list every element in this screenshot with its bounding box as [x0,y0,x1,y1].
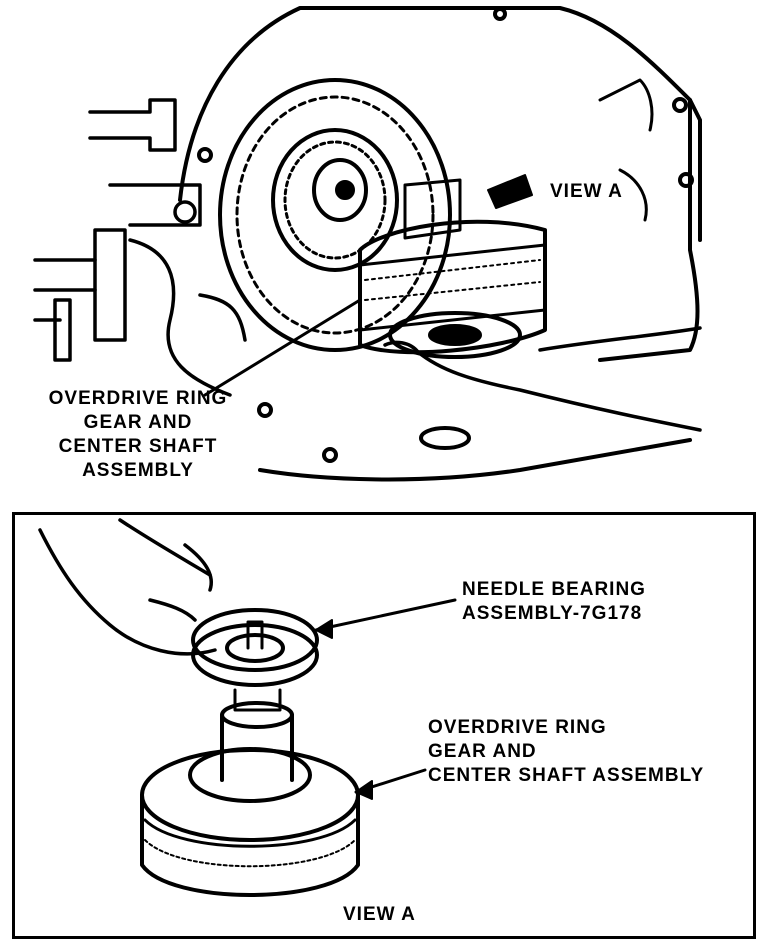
view-a-inset-frame [12,512,756,939]
part-label-top-line-2: GEAR AND [83,412,193,433]
part-label-top-line-4: ASSEMBLY [82,460,194,481]
shift-linkage [33,98,247,397]
transmission-case [178,6,702,482]
part-label-top: OVERDRIVE RING GEAR AND CENTER SHAFT ASS… [28,387,248,483]
leader-arrow-gear [355,780,373,800]
leader-line-top [203,298,362,397]
part-label-top-line-1: OVERDRIVE RING [48,388,228,409]
part-label-lower-line-3: CENTER SHAFT ASSEMBLY [428,765,705,786]
leader-arrow-bearing [315,619,333,639]
overdrive-ring-gear [358,178,702,432]
view-a-arrow [487,174,533,209]
view-a-label: VIEW A [550,181,623,202]
leader-line-bearing [314,598,457,632]
part-label-lower: OVERDRIVE RING GEAR AND CENTER SHAFT ASS… [428,716,704,788]
part-label-lower-line-2: GEAR AND [428,741,537,762]
view-a-caption: VIEW A [343,904,416,925]
bearing-label-line-1: NEEDLE BEARING [462,579,646,600]
part-label-top-line-3: CENTER SHAFT [58,436,218,457]
needle-bearing [191,608,319,687]
clutch-drum [218,78,452,352]
bearing-label-line-2: ASSEMBLY-7G178 [462,603,643,624]
gear-assembly-lower [140,688,360,897]
bearing-label: NEEDLE BEARING ASSEMBLY-7G178 [462,578,646,626]
hand-lower [38,518,217,656]
part-label-lower-line-1: OVERDRIVE RING [428,717,607,738]
